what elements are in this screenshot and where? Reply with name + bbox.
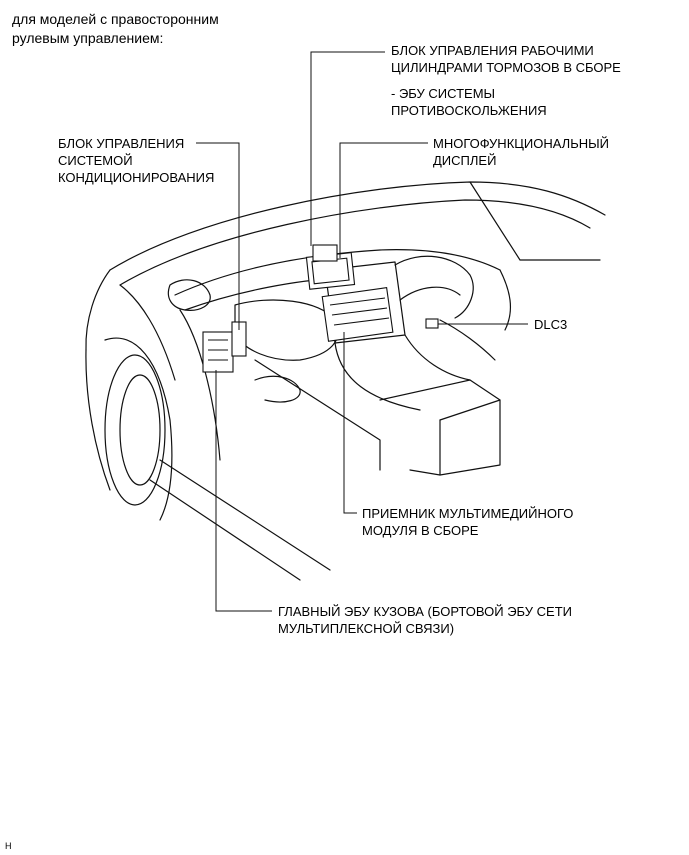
main-body-ecu-unit [202,331,234,373]
label-ac-control-line1: БЛОК УПРАВЛЕНИЯ [58,136,185,151]
windshield-frame [109,181,606,271]
glovebox [234,299,339,361]
steering-hood [394,255,474,319]
door-sill [159,459,331,571]
leader-brake [310,51,385,246]
label-skid-control-line1: - ЭБУ СИСТЕМЫ [391,86,496,101]
page-heading-line1: для моделей с правосторонним [12,11,219,27]
label-main-body-ecu-line2: МУЛЬТИПЛЕКСНОЙ СВЯЗИ) [278,621,455,636]
a-pillar [85,269,111,351]
label-brake-actuator-line2: ЦИЛИНДРАМИ ТОРМОЗОВ В СБОРЕ [391,60,621,75]
label-skid-control-line2: ПРОТИВОСКОЛЬЖЕНИЯ [391,103,547,118]
label-brake-actuator-line1: БЛОК УПРАВЛЕНИЯ РАБОЧИМИ [391,43,594,58]
label-dlc3: DLC3 [534,317,568,332]
multimedia-receiver-unit [321,287,394,342]
front-wheel [104,354,166,506]
leader-receiver [343,332,357,514]
page-heading-line2: рулевым управлением: [12,30,164,46]
leader-ac [196,142,240,330]
center-console [379,379,501,476]
dashboard [174,249,501,296]
label-multimedia-receiver-line1: ПРИЕМНИК МУЛЬТИМЕДИЙНОГО [362,506,574,521]
label-multi-display-line1: МНОГОФУНКЦИОНАЛЬНЫЙ [433,136,609,151]
brake-actuator-unit [312,244,338,262]
label-multimedia-receiver-line2: МОДУЛЯ В СБОРЕ [362,523,479,538]
label-multi-display-line2: ДИСПЛЕЙ [433,153,497,168]
dlc3-connector [425,318,439,329]
side-mirror [167,279,211,311]
leader-display [339,142,428,258]
leader-body-ecu [215,370,272,612]
label-ac-control-line3: КОНДИЦИОНИРОВАНИЯ [58,170,215,185]
label-ac-control-line2: СИСТЕМОЙ [58,153,133,168]
label-main-body-ecu-line1: ГЛАВНЫЙ ЭБУ КУЗОВА (БОРТОВОЙ ЭБУ СЕТИ [278,604,572,619]
figure-code: H [5,841,12,851]
